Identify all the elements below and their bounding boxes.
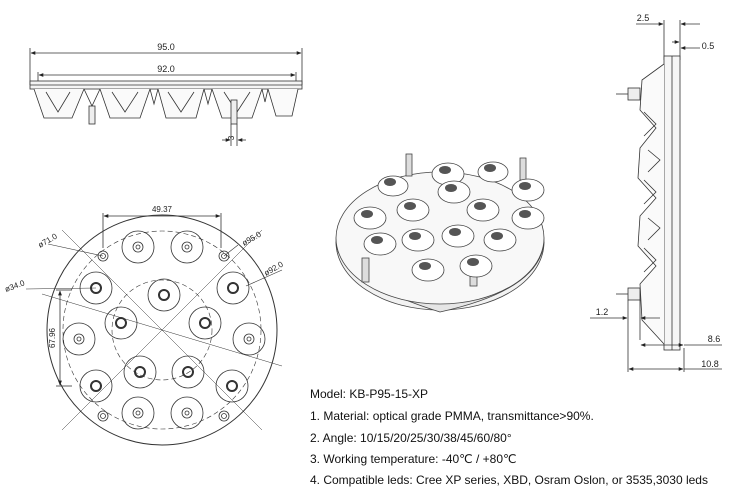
isometric-view	[335, 153, 545, 313]
dim-vertical-height: 67.96	[48, 327, 57, 348]
dim-ring-diameter-34: ø34.0	[4, 278, 27, 294]
outer-lens-ring	[62, 230, 266, 430]
spec-temperature: 3. Working temperature: -40℃ / +80℃	[310, 452, 517, 466]
mounting-holes	[97, 250, 230, 422]
dim-plate-thickness: 2.5	[637, 13, 650, 23]
spec-compatible-leds: 4. Compatible leds: Cree XP series, XBD,…	[310, 473, 708, 487]
dim-total-depth: 10.8	[701, 359, 719, 369]
dim-pin-offset: 1.2	[596, 307, 609, 317]
specification-list: Model: KB-P95-15-XP 1. Material: optical…	[310, 387, 708, 487]
dim-pin-height: 3	[227, 135, 236, 140]
dim-overall-width: 95.0	[157, 42, 175, 52]
dim-lens-pitch: 49.37	[152, 205, 173, 214]
inner-lens-ring	[104, 278, 222, 389]
spec-angle: 2. Angle: 10/15/20/25/30/38/45/60/80°	[310, 431, 512, 445]
top-elevation-view	[29, 48, 303, 146]
dim-inner-width: 92.0	[157, 64, 175, 74]
spec-material: 1. Material: optical grade PMMA, transmi…	[310, 409, 594, 423]
dim-body-depth: 8.6	[708, 334, 721, 344]
dim-ring-diameter-92: ø92.0	[263, 259, 286, 277]
front-plan-view	[25, 213, 283, 446]
dim-skin-thickness: 0.5	[702, 41, 715, 51]
spec-model: Model: KB-P95-15-XP	[310, 387, 428, 401]
dim-ring-diameter-71: ø71.0	[37, 231, 60, 249]
side-profile-view	[590, 20, 722, 372]
